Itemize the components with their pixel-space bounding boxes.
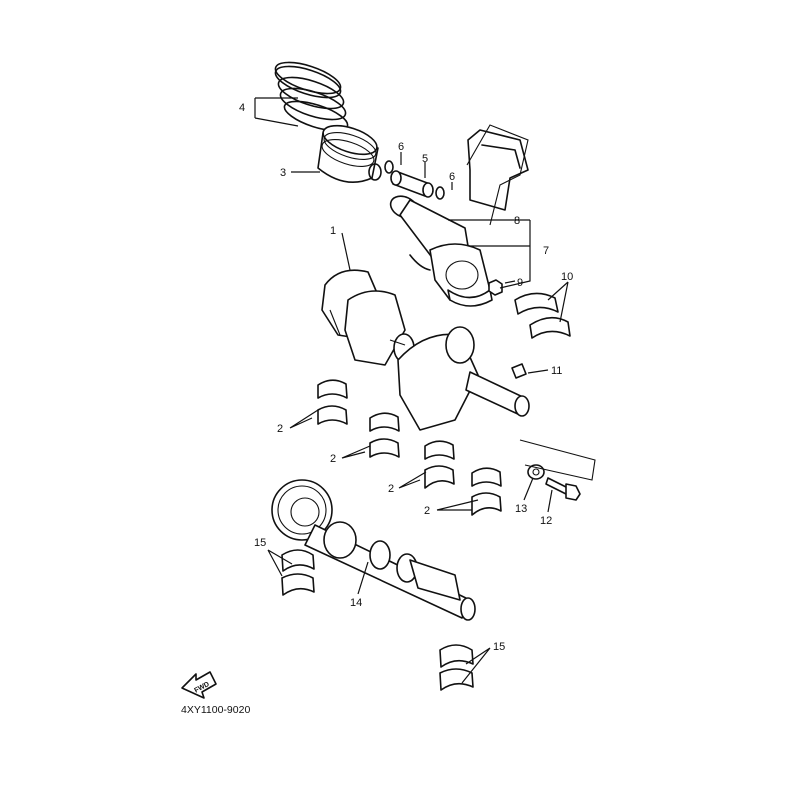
callout-4: 4 [239,102,245,114]
big-end-bearing [514,292,571,339]
piston-pin-clips [384,160,445,200]
callout-10: 10 [561,271,573,283]
balancer-shaft [271,479,476,621]
callout-6: 6 [398,141,404,153]
leader-lines [254,97,569,684]
piston [317,124,382,184]
callout-3: 3 [280,167,286,179]
callout-2: 2 [424,505,430,517]
main-bearings [317,379,502,516]
callout-7: 7 [543,245,549,257]
rod-nut [488,279,503,296]
callout-2: 2 [277,423,283,435]
callout-15: 15 [493,641,505,653]
callout-11: 11 [551,365,562,377]
cylinder-outline [466,124,596,481]
connecting-rod [389,129,529,307]
diagram-code: 4XY1100-9020 [181,704,250,716]
piston-pin [390,170,434,198]
callout-15: 15 [254,537,266,549]
bolt [545,477,581,501]
callout-9: 9 [517,277,523,289]
callout-1: 1 [330,225,336,237]
callout-8: 8 [514,215,520,227]
fwd-arrow-icon: FWD [181,671,217,699]
callout-2: 2 [388,483,394,495]
callout-5: 5 [422,153,428,165]
woodruff-key [511,363,527,379]
callout-2: 2 [330,453,336,465]
callout-12: 12 [540,515,552,527]
piston-rings [274,61,349,132]
callout-13: 13 [515,503,527,515]
balancer-bearings [281,549,474,691]
callout-14: 14 [350,597,362,609]
callout-6: 6 [449,171,455,183]
crankshaft [321,269,530,431]
